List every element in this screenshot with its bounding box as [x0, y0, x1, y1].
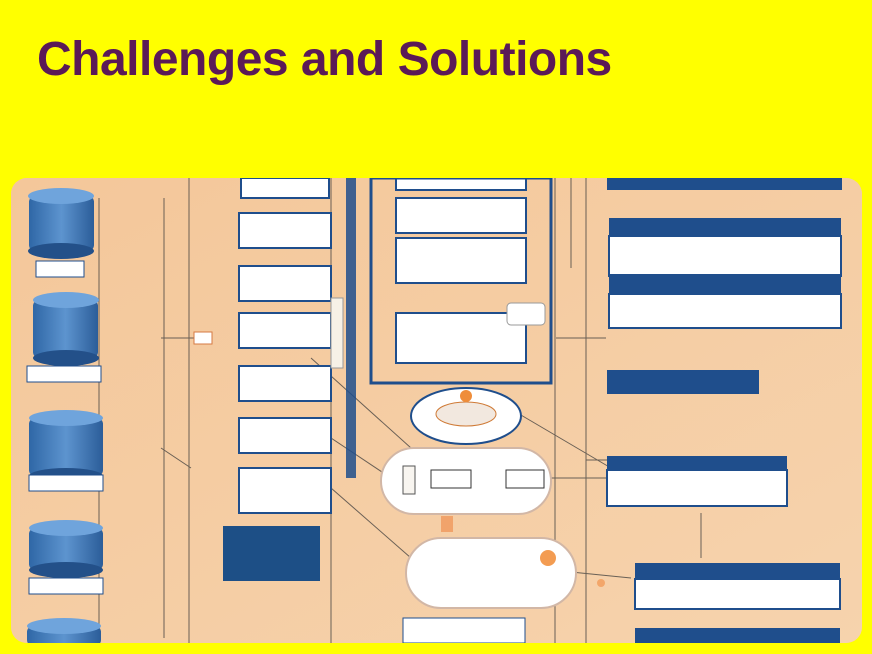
- slide-title: Challenges and Solutions: [37, 33, 612, 86]
- architecture-diagram-illustration: [11, 178, 862, 643]
- architecture-diagram-image: [11, 178, 862, 643]
